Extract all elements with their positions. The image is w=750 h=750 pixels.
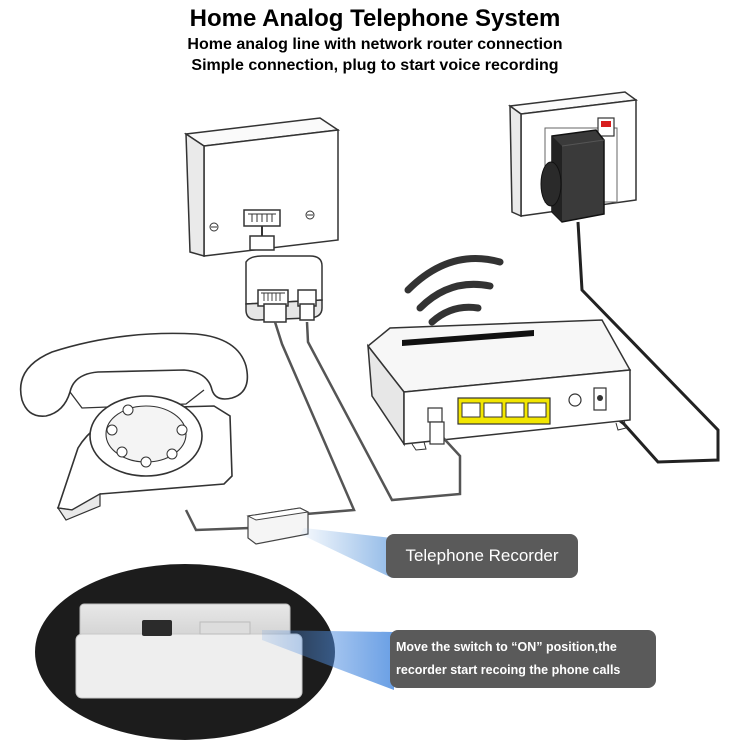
recorder-switch <box>142 620 172 636</box>
router-lan-ports <box>457 397 551 425</box>
power-switch-indicator <box>601 121 611 127</box>
page-title: Home Analog Telephone System <box>189 5 561 32</box>
switch-callout-line-1: Move the switch to “ON” position,the <box>396 640 617 654</box>
phone-to-recorder-cable <box>184 509 251 532</box>
recorder-device-icon <box>246 507 310 545</box>
line-splitter-icon <box>245 255 323 323</box>
page-subtitle-1: Home analog line with network router con… <box>187 36 563 53</box>
recorder-photo <box>35 564 335 740</box>
router-phone-cable <box>305 321 462 502</box>
rj11-plug-router <box>429 421 445 445</box>
rotary-telephone-icon <box>19 332 249 521</box>
router-phone-port <box>427 407 443 423</box>
switch-callout-line-2: recorder start recoing the phone calls <box>396 663 621 677</box>
recorder-callout: Telephone Recorder <box>386 534 578 578</box>
wall-phone-socket-icon <box>183 117 341 257</box>
power-cable <box>576 221 720 464</box>
switch-callout-beam <box>262 630 394 690</box>
power-adapter-icon <box>540 129 605 223</box>
page-subtitle-2: Simple connection, plug to start voice r… <box>191 57 559 74</box>
rj11-plug <box>249 235 275 251</box>
wifi-signal-icon <box>404 255 504 326</box>
recorder-line-cable <box>273 321 356 516</box>
switch-callout: Move the switch to “ON” position,the rec… <box>390 630 656 688</box>
recorder-callout-label: Telephone Recorder <box>405 546 559 565</box>
header: Home Analog Telephone System Home analog… <box>0 4 750 76</box>
router-icon <box>366 319 632 451</box>
recorder-callout-beam <box>300 528 392 578</box>
